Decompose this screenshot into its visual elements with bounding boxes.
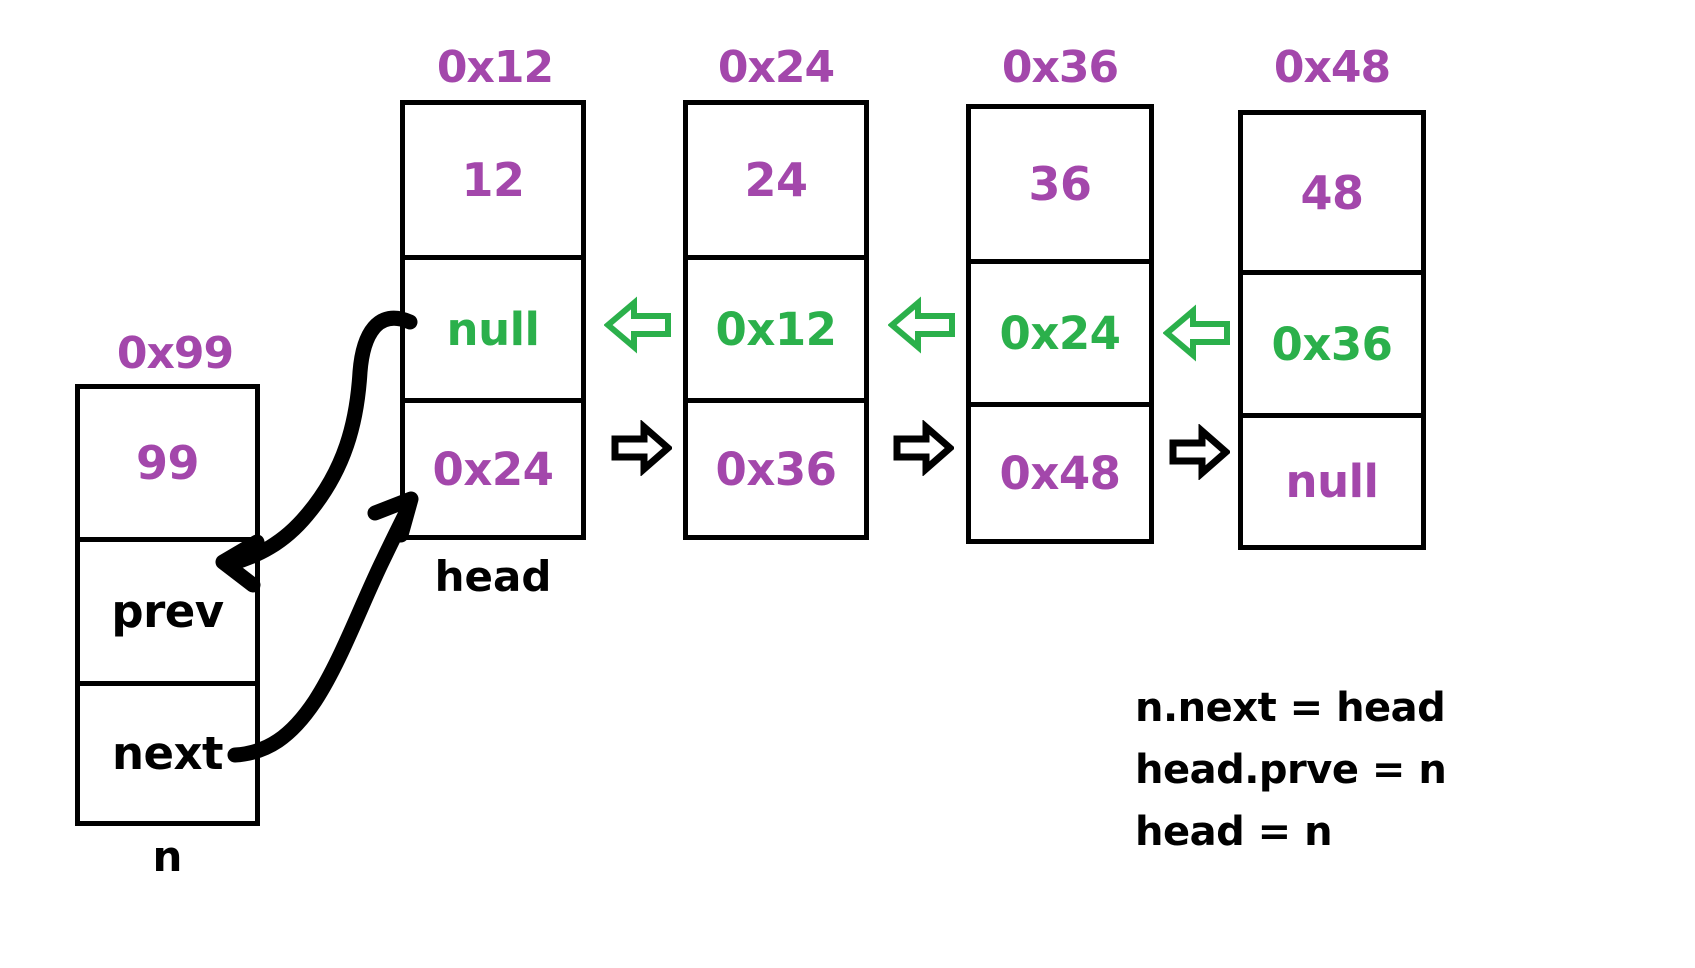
node-0x12: 12 null 0x24: [400, 100, 586, 540]
node-0x48-prev-cell: 0x36: [1243, 270, 1421, 413]
node-n: 99 prev next: [75, 384, 260, 826]
node-0x36: 36 0x24 0x48: [966, 104, 1154, 544]
node-0x12-next-cell: 0x24: [405, 398, 581, 535]
arrow-left-outline-green-icon-1: [603, 295, 674, 359]
address-label-node-0x12: 0x12: [436, 42, 554, 93]
node-0x36-next-cell: 0x48: [971, 402, 1149, 539]
node-0x24-prev-cell: 0x12: [688, 255, 864, 398]
pseudocode-annotations: n.next = head head.prve = n head = n: [1135, 685, 1447, 855]
annotation-line-3: head = n: [1135, 809, 1333, 855]
node-0x36-data-cell: 36: [1028, 157, 1092, 211]
arrow-left-outline-green-icon-3: [1162, 303, 1233, 367]
node-0x48-data-cell: 48: [1300, 165, 1364, 220]
node-0x12-data-cell: 12: [461, 153, 525, 207]
arrow-right-outline-black-icon-2: [892, 419, 956, 480]
node-0x48-next-cell: null: [1243, 413, 1421, 545]
node-n-next-cell: next: [80, 680, 255, 821]
address-label-node-0x36: 0x36: [1001, 42, 1119, 93]
arrow-right-outline-black-icon-3: [1168, 423, 1232, 484]
address-label-n: 0x99: [116, 328, 234, 379]
name-label-n: n: [152, 832, 183, 881]
address-label-node-0x48: 0x48: [1273, 42, 1391, 93]
node-n-prev-cell: prev: [80, 537, 255, 680]
annotation-line-2: head.prve = n: [1135, 747, 1447, 793]
node-0x12-prev-cell: null: [405, 255, 581, 398]
node-n-data-cell: 99: [135, 436, 200, 491]
address-label-node-0x24: 0x24: [717, 42, 835, 93]
curved-arrow-n-next-to-head-icon: [215, 455, 425, 775]
arrow-left-outline-green-icon-2: [887, 295, 958, 359]
node-0x48: 48 0x36 null: [1238, 110, 1426, 550]
node-0x24: 24 0x12 0x36: [683, 100, 869, 540]
arrow-right-outline-black-icon-1: [610, 419, 674, 480]
annotation-line-1: n.next = head: [1135, 685, 1446, 731]
node-0x36-prev-cell: 0x24: [971, 259, 1149, 402]
node-0x24-next-cell: 0x36: [688, 398, 864, 535]
node-0x24-data-cell: 24: [744, 153, 808, 207]
curved-arrow-head-prev-to-n-icon: [195, 300, 435, 620]
name-label-head: head: [434, 552, 552, 601]
